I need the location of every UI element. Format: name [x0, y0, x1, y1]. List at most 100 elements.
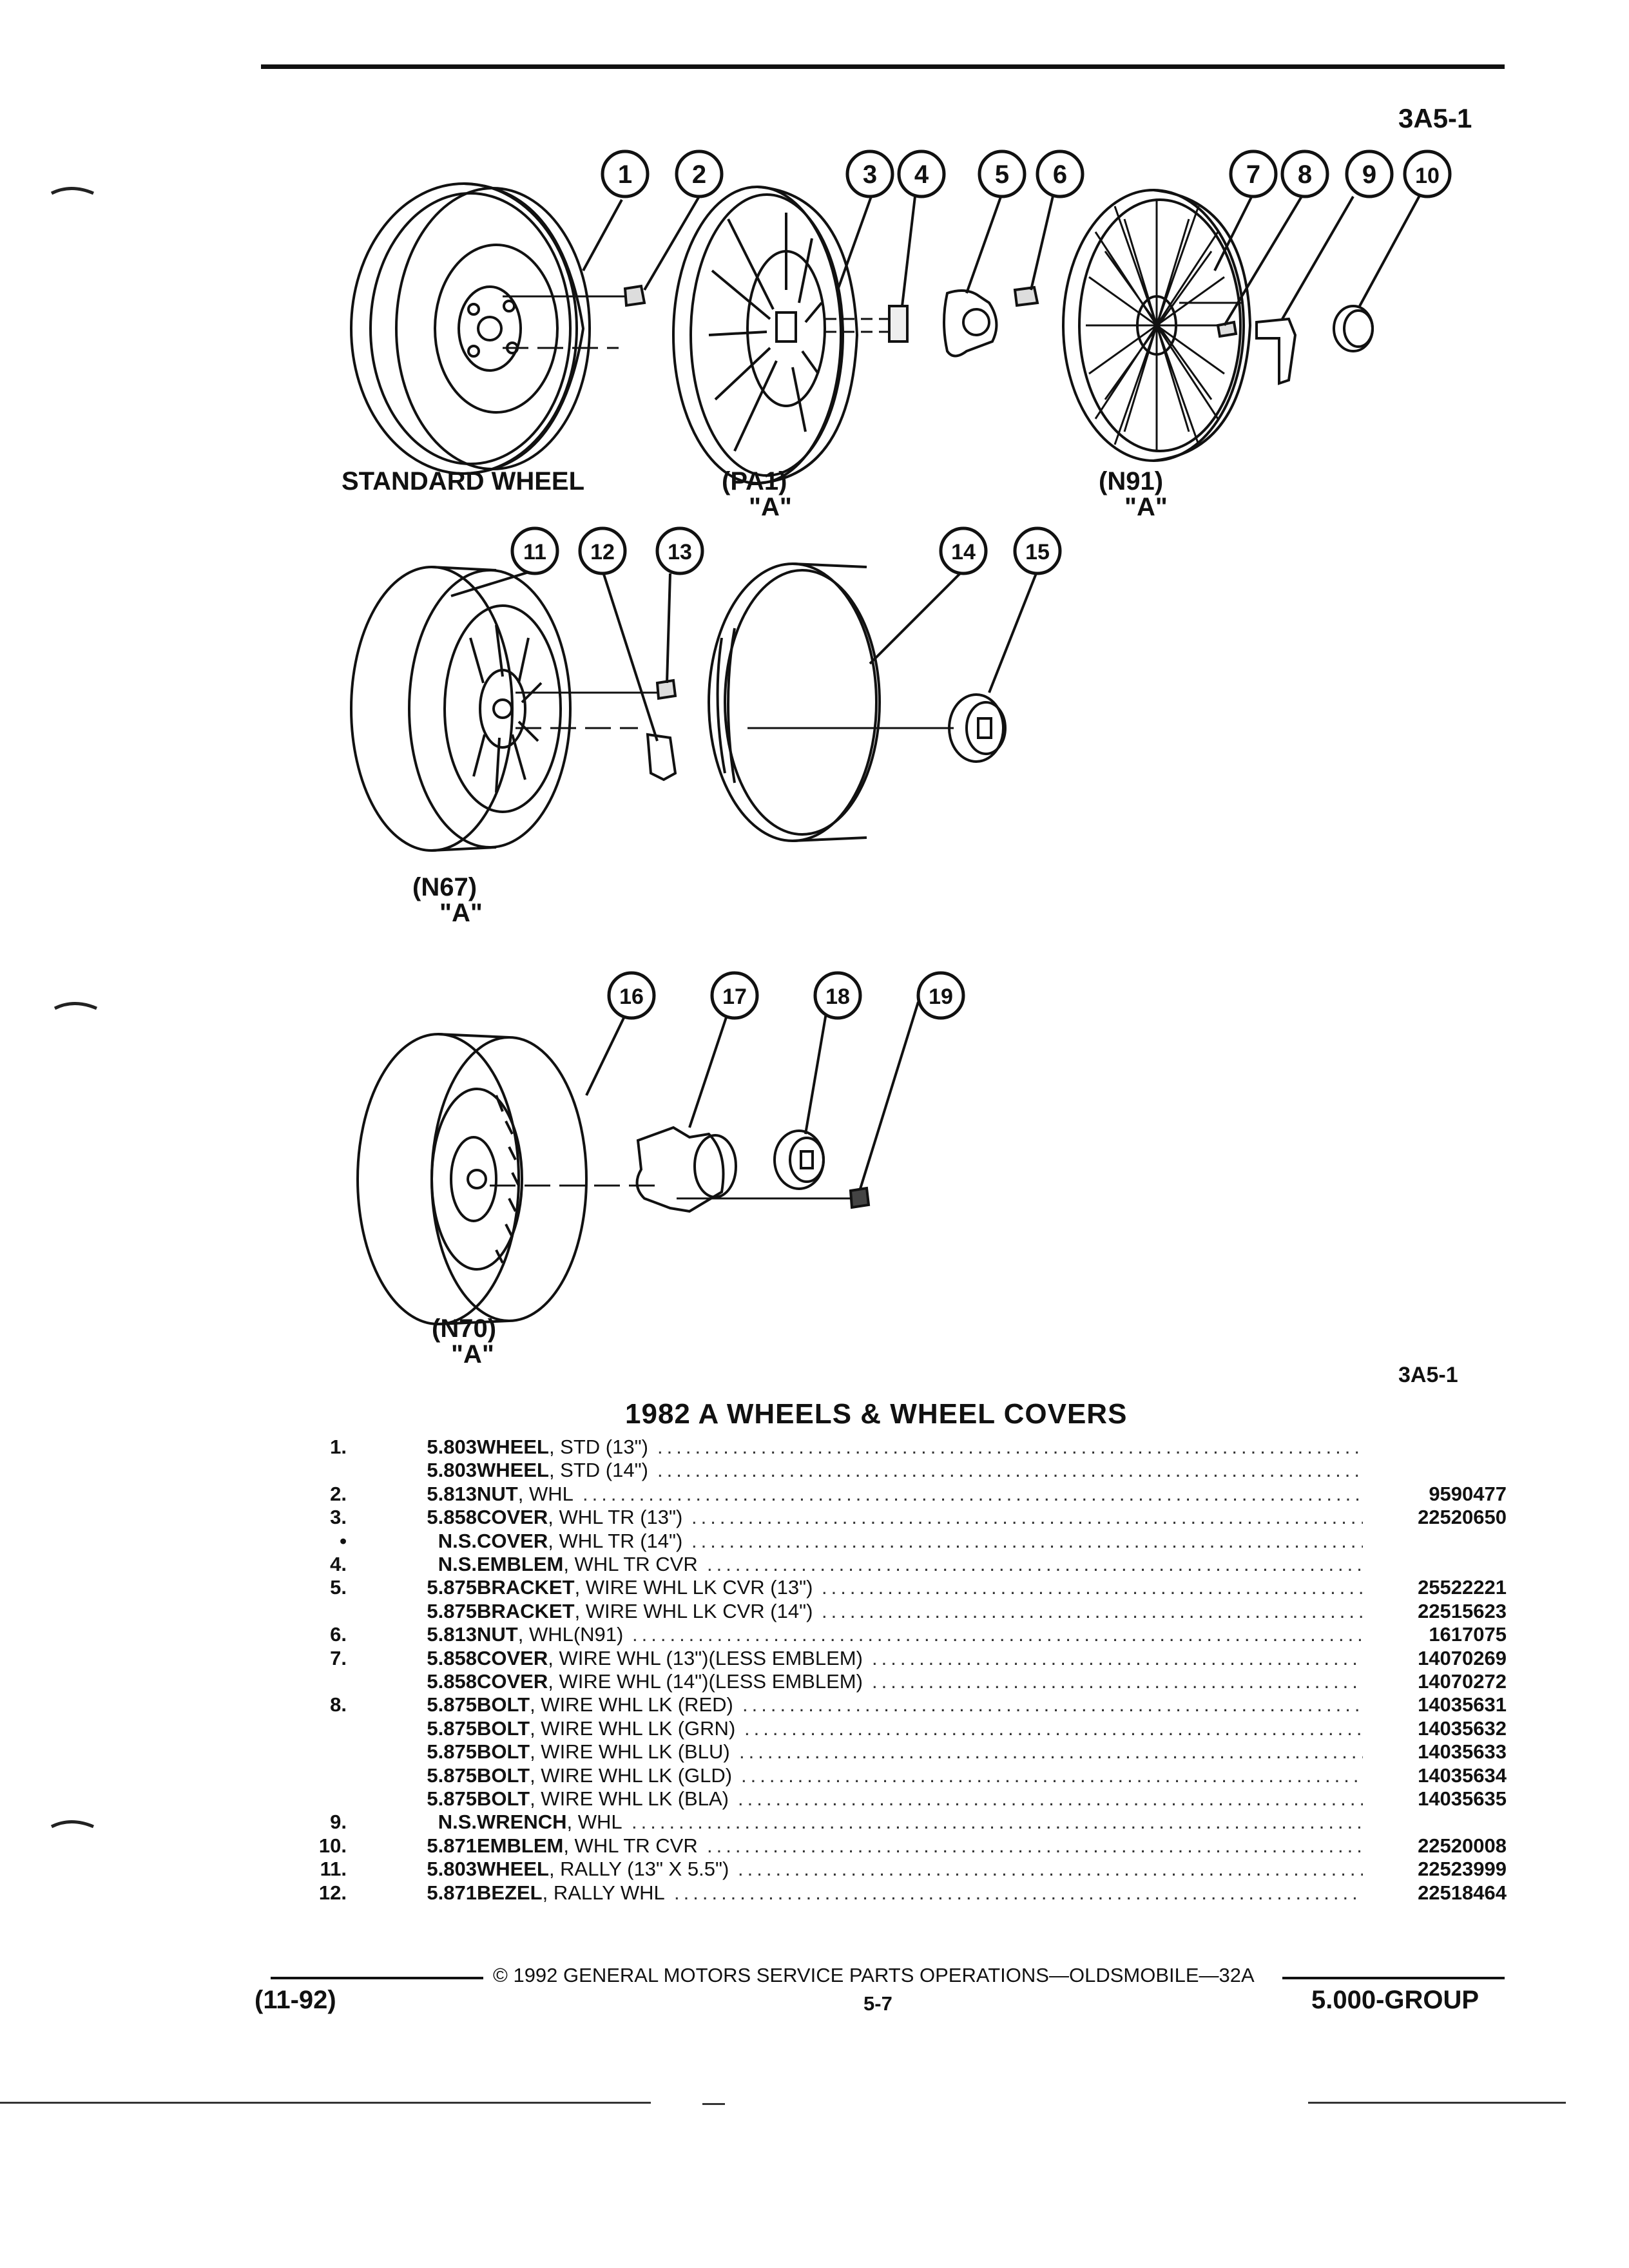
- item-number: 7.: [330, 1646, 347, 1669]
- part-spec: , WIRE WHL (13")(LESS EMBLEM): [548, 1646, 863, 1669]
- part-description: BOLT, WIRE WHL LK (RED): [477, 1693, 733, 1716]
- part-description: BOLT, WIRE WHL LK (BLA): [477, 1787, 729, 1811]
- top-rule: [261, 64, 1505, 69]
- nut-2-drawing: [623, 284, 646, 307]
- part-name: WHEEL: [477, 1436, 549, 1458]
- part-name: COVER: [477, 1646, 548, 1669]
- part-description: COVER, WHL TR (13"): [477, 1506, 682, 1529]
- callout-15: [1013, 526, 1062, 575]
- footer-page: 5-7: [863, 1992, 892, 2015]
- callout-11: [510, 526, 559, 575]
- part-description: BRACKET, WIRE WHL LK CVR (14"): [477, 1600, 813, 1623]
- leader-dots: ........................................…: [674, 1881, 1363, 1904]
- part-description: WRENCH, WHL: [477, 1811, 622, 1834]
- item-number: 10.: [318, 1834, 347, 1857]
- part-spec: , WIRE WHL LK CVR (13"): [574, 1576, 813, 1599]
- label-n67: (N67): [412, 873, 477, 901]
- callout-text: 8: [1298, 160, 1312, 189]
- n67-rally-wheel-drawing: [350, 566, 657, 852]
- callout-16: [607, 971, 656, 1020]
- callout-text: 7: [1246, 160, 1260, 189]
- callout-text: 14: [951, 540, 976, 564]
- part-spec: , RALLY WHL: [542, 1881, 665, 1904]
- group-number: 5.875: [427, 1716, 477, 1740]
- group-number: 5.875: [427, 1740, 477, 1763]
- item-number: •: [340, 1529, 347, 1552]
- callout-text: 12: [590, 540, 615, 564]
- group-number: 5.875: [427, 1599, 477, 1622]
- group-number: 5.871: [427, 1834, 477, 1857]
- part-spec: , RALLY (13" X 5.5"): [548, 1858, 729, 1881]
- part-description: WHEEL, STD (14"): [477, 1459, 648, 1482]
- diagram-code-bottom: 3A5-1: [1398, 1363, 1458, 1387]
- leader-dots: ........................................…: [738, 1787, 1363, 1810]
- part-description: BOLT, WIRE WHL LK (BLU): [477, 1740, 730, 1763]
- part-name: WHEEL: [477, 1858, 549, 1881]
- part-number: 14035631: [1418, 1693, 1507, 1716]
- part-description: COVER, WIRE WHL (13")(LESS EMBLEM): [477, 1647, 863, 1670]
- part-number: 22515623: [1418, 1599, 1507, 1622]
- part-number: 14035634: [1418, 1763, 1507, 1787]
- leader-dots: ........................................…: [583, 1482, 1363, 1505]
- callout-5: [978, 149, 1027, 198]
- item-number: 9.: [330, 1811, 347, 1834]
- part-spec: , WHL TR (13"): [548, 1506, 683, 1529]
- bezel-12-drawing: [646, 733, 677, 782]
- callout-text: 4: [914, 160, 929, 189]
- item-number: 5.: [330, 1576, 347, 1599]
- callout-8: [1280, 149, 1329, 198]
- callout-7: [1229, 149, 1278, 198]
- nut-19-drawing: [849, 1186, 871, 1209]
- bracket-5-drawing: [943, 289, 998, 358]
- part-number: 22520650: [1418, 1506, 1507, 1529]
- part-name: BRACKET: [477, 1599, 575, 1622]
- leader-dots: ........................................…: [872, 1646, 1363, 1669]
- callout-12: [578, 526, 627, 575]
- part-spec: , WIRE WHL LK (GRN): [530, 1716, 736, 1740]
- part-spec: , WHL: [517, 1482, 574, 1505]
- part-description: BOLT, WIRE WHL LK (GRN): [477, 1717, 735, 1740]
- part-spec: , WHL TR (14"): [548, 1529, 683, 1552]
- cap-15-drawing: [948, 693, 1005, 763]
- group-number: 5.813: [427, 1482, 477, 1505]
- label-pa1: (PA1): [722, 467, 787, 495]
- group-number: 5.803: [427, 1436, 477, 1458]
- callout-14: [939, 526, 988, 575]
- leader-dots: ........................................…: [657, 1459, 1363, 1482]
- part-description: COVER, WHL TR (14"): [477, 1530, 682, 1553]
- trim-ring-14-drawing: [708, 562, 954, 842]
- part-name: COVER: [477, 1506, 548, 1529]
- group-number: 5.858: [427, 1506, 477, 1529]
- part-description: EMBLEM, WHL TR CVR: [477, 1553, 698, 1576]
- callout-13: [655, 526, 704, 575]
- callout-3: [845, 149, 894, 198]
- label-n91: (N91): [1099, 467, 1163, 495]
- part-number: 14070269: [1418, 1646, 1507, 1669]
- parts-diagram: 1 2 3 4 5 6 7 8 9 10 11 12 13 14 15 16 1…: [342, 149, 1458, 1387]
- footer-group: 5.000-GROUP: [1311, 1986, 1480, 2014]
- part-number: 14035633: [1418, 1740, 1507, 1763]
- callout-text: 13: [668, 540, 692, 564]
- part-name: NUT: [477, 1482, 518, 1505]
- group-number: 5.875: [427, 1576, 477, 1599]
- footer-date: (11-92): [255, 1986, 336, 2014]
- center-cap-17-drawing: [635, 1126, 725, 1213]
- item-number: 3.: [330, 1506, 347, 1529]
- leader-dots: ........................................…: [741, 1763, 1363, 1787]
- part-name: EMBLEM: [477, 1553, 564, 1575]
- wrench-9-drawing: [1255, 317, 1297, 385]
- part-spec: , WHL TR CVR: [563, 1834, 698, 1857]
- part-number: 1617075: [1429, 1623, 1507, 1646]
- part-description: WHEEL, RALLY (13" X 5.5"): [477, 1858, 729, 1881]
- leader-dots: ........................................…: [691, 1529, 1363, 1552]
- leader-dots: ........................................…: [657, 1436, 1363, 1458]
- leader-dots: ........................................…: [822, 1599, 1363, 1622]
- part-number: 14035635: [1418, 1787, 1507, 1810]
- part-name: WRENCH: [477, 1811, 567, 1834]
